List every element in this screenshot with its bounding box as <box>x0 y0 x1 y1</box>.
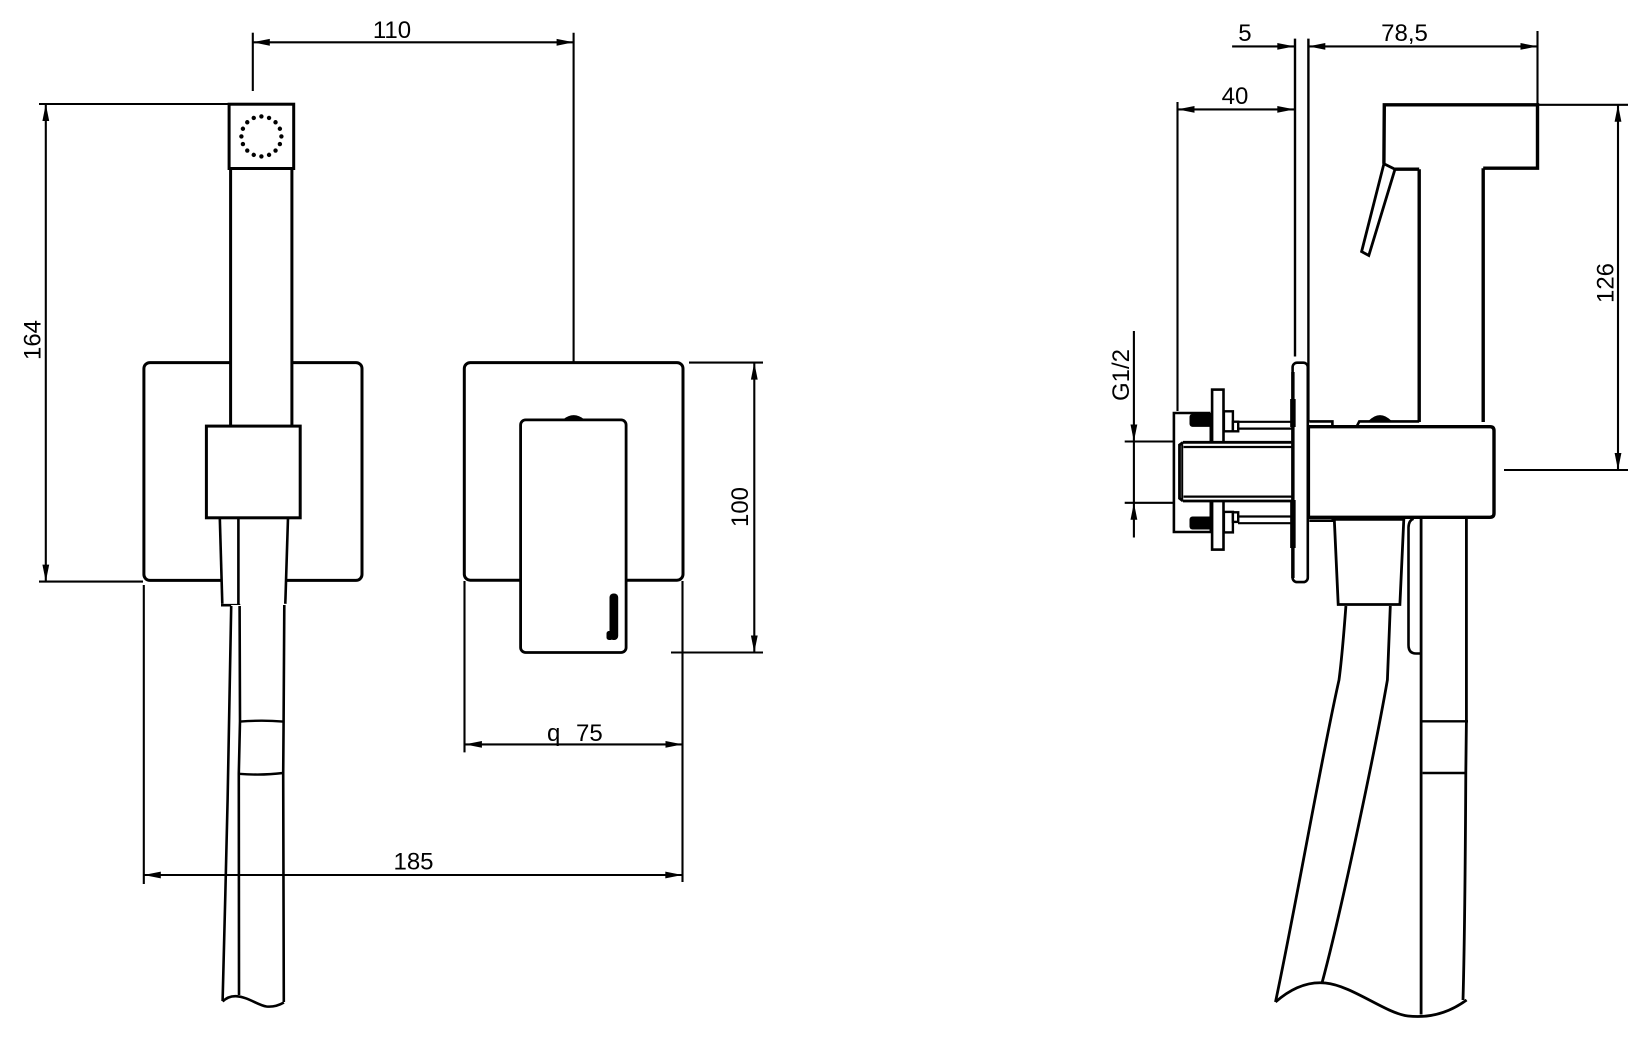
svg-text:q: q <box>547 720 560 747</box>
svg-text:185: 185 <box>393 849 433 876</box>
svg-text:110: 110 <box>373 17 411 44</box>
svg-text:G1/2: G1/2 <box>1108 349 1135 401</box>
svg-text:40: 40 <box>1222 83 1249 110</box>
svg-text:100: 100 <box>727 487 754 527</box>
svg-text:75: 75 <box>576 720 603 747</box>
svg-text:126: 126 <box>1593 263 1620 303</box>
svg-text:5: 5 <box>1238 20 1251 47</box>
svg-text:78,5: 78,5 <box>1381 20 1428 47</box>
svg-text:164: 164 <box>20 320 47 360</box>
